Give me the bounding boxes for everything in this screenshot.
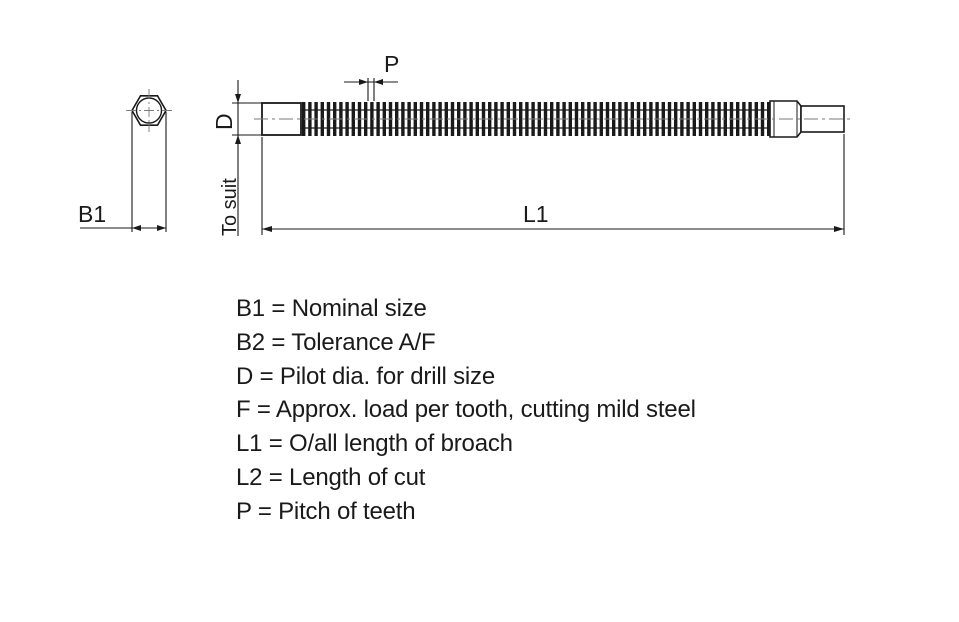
p-arrow-right (374, 79, 383, 85)
broach-tooth (568, 102, 572, 136)
broach-tooth (444, 102, 448, 136)
broach-tooth (519, 102, 523, 136)
broach-tooth (500, 102, 504, 136)
broach-tooth (618, 102, 622, 136)
d-arrow-top (235, 94, 241, 103)
d-arrow-bottom (235, 135, 241, 144)
broach-tooth (419, 102, 424, 136)
l1-arrow-left (262, 226, 272, 232)
legend-item: L1 = O/all length of broach (236, 430, 513, 458)
to-suit-label: To suit (219, 178, 241, 236)
pitch-dimension (344, 78, 398, 101)
broach-tooth (550, 102, 554, 136)
broach-tooth (767, 102, 771, 136)
broach-tooth (649, 102, 653, 136)
legend-item: P = Pitch of teeth (236, 497, 416, 525)
broach-tooth (351, 102, 355, 136)
broach-tooth (643, 102, 647, 136)
broach-tooth (401, 102, 405, 136)
p-arrow-left (359, 79, 368, 85)
l1-label: L1 (523, 201, 549, 227)
d-label: D (211, 113, 237, 130)
l1-dimension (261, 134, 845, 235)
l1-arrow-right (834, 226, 844, 232)
broach-tooth (494, 102, 498, 136)
vertical-dimensions (232, 80, 262, 236)
broach-tooth (599, 102, 603, 136)
broach-tooth (717, 102, 721, 136)
broach-tooth (302, 102, 306, 136)
broach-tooth (475, 102, 479, 136)
hexagon-end-view (80, 89, 172, 232)
broach-tooth (469, 102, 473, 136)
broach-tooth (370, 102, 374, 136)
broach-tooth (674, 102, 678, 136)
broach-tooth (426, 102, 430, 136)
broach-body (254, 100, 852, 138)
broach-tooth (543, 102, 548, 136)
broach-tooth (525, 102, 529, 136)
legend-item: B2 = Tolerance A/F (236, 328, 436, 356)
broach-tooth (326, 102, 331, 136)
broach-tooth (450, 102, 455, 136)
broach-tooth (574, 102, 579, 136)
broach-tooth (723, 102, 727, 136)
b1-arrow-right (157, 225, 166, 231)
broach-tooth (593, 102, 597, 136)
broach-tooth (376, 102, 380, 136)
broach-tooth (667, 102, 672, 136)
p-label: P (384, 51, 399, 77)
legend-item: B1 = Nominal size (236, 295, 427, 322)
legend-item: D = Pilot dia. for drill size (236, 362, 495, 390)
broach-tooth (692, 102, 696, 136)
broach-tooth (624, 102, 628, 136)
legend-item: F = Approx. load per tooth, cutting mild… (236, 396, 696, 424)
broach-tooth (698, 102, 703, 136)
legend-list: B1 = Nominal size B2 = Tolerance A/F D =… (236, 292, 696, 529)
broach-tooth (742, 102, 746, 136)
legend-item: L2 = Length of cut (236, 463, 426, 491)
broach-tooth (748, 102, 752, 136)
b1-arrow-left (132, 225, 141, 231)
broach-tooth (395, 102, 399, 136)
b1-label: B1 (78, 201, 106, 227)
